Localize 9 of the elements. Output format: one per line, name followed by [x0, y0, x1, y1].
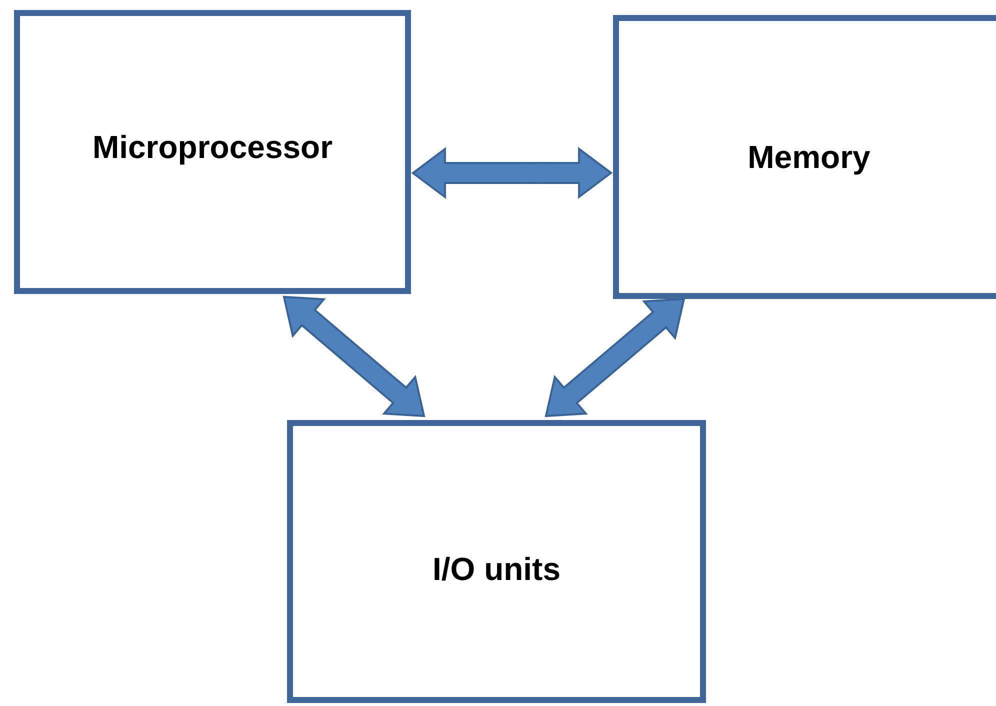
double-arrow [411, 146, 613, 199]
box-label: Memory [746, 141, 872, 173]
double-arrow [282, 296, 426, 418]
double-arrow [544, 298, 686, 418]
process-box [613, 15, 996, 299]
process-box [287, 420, 706, 703]
process-box [14, 10, 411, 294]
box-label: I/O units [432, 553, 562, 585]
box-label: Microprocessor [91, 131, 334, 163]
